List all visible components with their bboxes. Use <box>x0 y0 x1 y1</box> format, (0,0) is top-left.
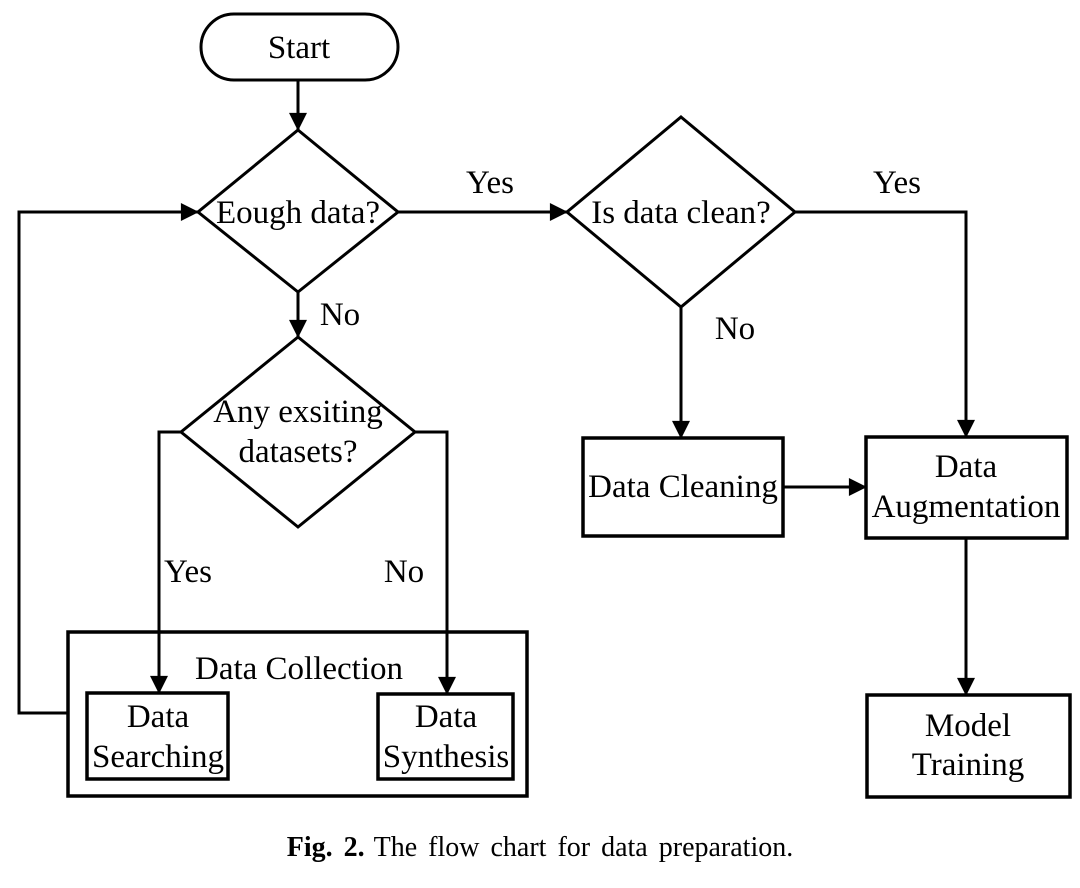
is-data-clean-no-label: No <box>715 311 755 347</box>
data-augmentation-label-line1: Data <box>935 449 998 485</box>
figure-caption-text: The flow chart for data preparation. <box>373 832 794 863</box>
start-label: Start <box>268 30 330 66</box>
data-searching-label-line2: Searching <box>92 739 224 775</box>
data-augmentation-label-line2: Augmentation <box>872 489 1061 525</box>
figure-caption: Fig. 2. The flow chart for data preparati… <box>0 828 1080 868</box>
datasets-no-label: No <box>384 554 424 590</box>
any-existing-datasets-diamond <box>178 335 418 529</box>
edge-datasets-no <box>415 430 456 695</box>
data-cleaning-box <box>581 436 785 538</box>
is-data-clean-label: Is data clean? <box>591 195 771 231</box>
data-synthesis-box <box>376 692 515 781</box>
any-existing-datasets-label-line2: datasets? <box>238 434 357 470</box>
model-training-label-line2: Training <box>912 747 1024 783</box>
data-synthesis-label-line2: Synthesis <box>383 739 510 775</box>
model-training-label-line1: Model <box>925 708 1011 744</box>
is-data-clean-yes-label: Yes <box>873 165 921 201</box>
edge-is-data-clean-yes <box>795 210 975 438</box>
flowchart-canvas: Start Eough data? Is data clean? Any exs… <box>17 12 1072 799</box>
enough-data-no-label: No <box>320 297 360 333</box>
edge-datasets-yes <box>150 430 181 694</box>
data-cleaning-label: Data Cleaning <box>588 469 778 505</box>
data-synthesis-label-line1: Data <box>415 699 478 735</box>
figure-caption-label: Fig. 2. <box>286 832 365 863</box>
datasets-yes-label: Yes <box>164 554 212 590</box>
edge-feedback-to-enough-data <box>17 203 199 715</box>
any-existing-datasets-label-line1: Any exsiting <box>213 394 383 430</box>
data-collection-label: Data Collection <box>195 651 403 687</box>
enough-data-yes-label: Yes <box>466 165 514 201</box>
enough-data-label: Eough data? <box>216 195 380 231</box>
data-searching-label-line1: Data <box>127 699 190 735</box>
